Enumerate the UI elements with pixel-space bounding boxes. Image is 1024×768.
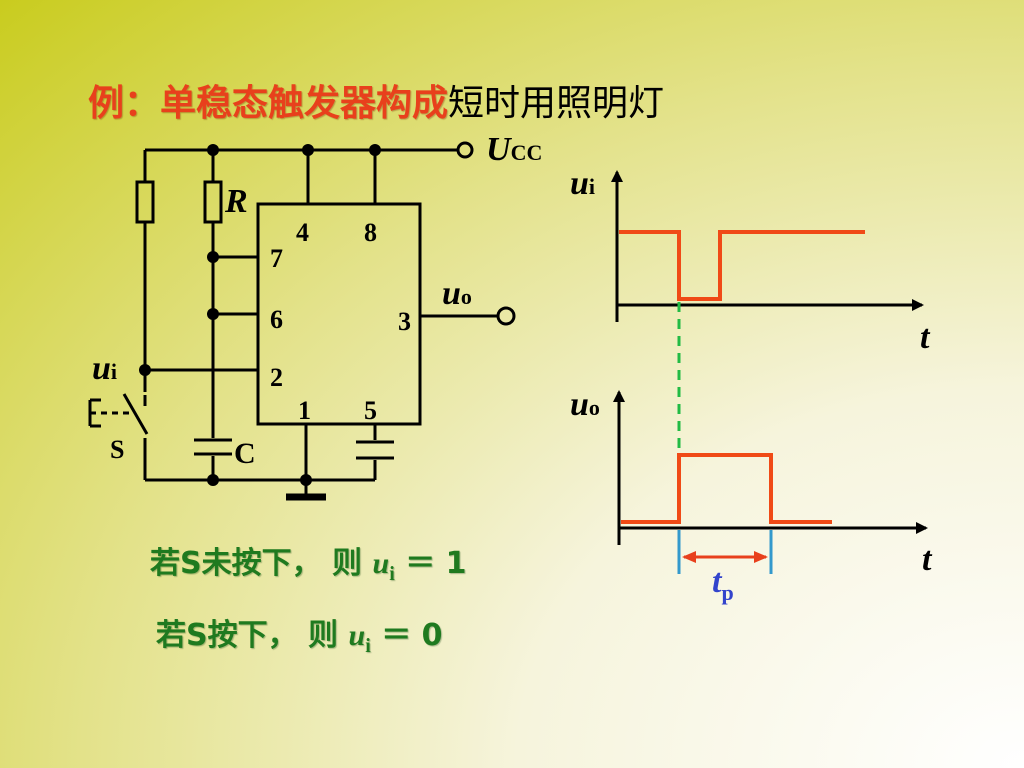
supply-terminal	[456, 141, 474, 159]
output-terminal	[496, 306, 516, 326]
note-pressed-var: ui	[348, 619, 371, 657]
supply-label: UCC	[486, 131, 542, 168]
pin-label-7: 7	[270, 244, 283, 273]
note-not-pressed-text: 若S未按下， 则	[150, 546, 363, 581]
capacitor-label: C	[234, 437, 256, 470]
switch-pushbutton-icon	[88, 398, 132, 428]
note-pressed: 若S按下， 则 ui ＝ 0	[156, 610, 443, 658]
title-rest: 短时用照明灯	[448, 83, 665, 124]
switch-label: S	[110, 435, 124, 464]
input-junction	[139, 364, 151, 376]
pulse-width-label: tp	[712, 563, 734, 605]
ui-waveform	[619, 230, 865, 301]
note-not-pressed-value: ＝ 1	[394, 546, 467, 581]
resistor-label: R	[224, 183, 248, 220]
pullup-resistor	[135, 180, 155, 224]
output-label: uo	[442, 275, 472, 312]
input-label: ui	[92, 350, 117, 387]
slide-title: 例：单稳态触发器构成短时用照明灯	[88, 74, 664, 126]
switch-lever	[122, 393, 149, 435]
uo-time-label: t	[922, 541, 933, 578]
pin-label-3: 3	[398, 307, 411, 336]
note-pressed-text: 若S按下， 则	[156, 618, 339, 653]
pin-label-2: 2	[270, 363, 283, 392]
waveforms: ui t uo t tp	[570, 165, 933, 605]
timing-resistor	[203, 180, 223, 224]
uo-waveform	[621, 453, 832, 524]
pin-label-8: 8	[364, 218, 377, 247]
note-not-pressed-var: ui	[372, 547, 395, 585]
pin-label-5: 5	[364, 396, 377, 425]
ui-axis-label: ui	[570, 165, 595, 202]
pin-label-1: 1	[298, 396, 311, 425]
title-highlight: 例：单稳态触发器构成	[88, 83, 449, 124]
junction-dot	[207, 474, 219, 486]
circuit: 4 8 7 6 2 3 1 5 UCC R C S ui uo	[88, 131, 542, 501]
uo-axis-label: uo	[570, 386, 600, 423]
ui-time-label: t	[920, 319, 931, 356]
pin-label-4: 4	[296, 218, 309, 247]
timer-chip	[256, 202, 422, 426]
note-not-pressed: 若S未按下， 则 ui ＝ 1	[150, 538, 467, 586]
pin-label-6: 6	[270, 305, 283, 334]
note-pressed-value: ＝ 0	[370, 618, 443, 653]
